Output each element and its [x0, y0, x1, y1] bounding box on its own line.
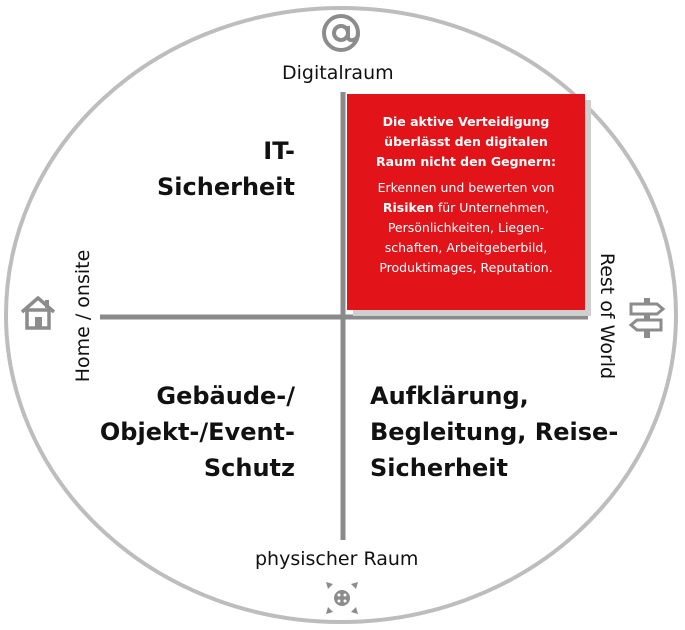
callout-body-text: für Unternehmen,: [437, 200, 550, 215]
callout-body-line: Risiken für Unternehmen,: [347, 198, 585, 218]
compass-move-icon: [322, 578, 362, 622]
label-digital-space: Digitalraum: [282, 62, 394, 84]
quadrant-bottom-right-line: Begleitung, Reise-: [370, 418, 619, 446]
signpost-icon: [627, 296, 667, 344]
callout-heading-line: überlässt den digitalen: [384, 134, 548, 149]
quadrant-bottom-right-line: Sicherheit: [370, 454, 508, 482]
callout-body-line: Erkennen und bewerten von: [377, 180, 555, 195]
callout-box: Die aktive Verteidigung überlässt den di…: [347, 94, 585, 310]
callout-body-bold: Risiken: [382, 200, 434, 215]
quadrant-top-left-line: IT-: [263, 137, 295, 165]
at-sign-icon: [320, 12, 362, 58]
callout-body-line: Persönlichkeiten, Liegen-: [387, 220, 545, 235]
quadrant-top-left-line: Sicherheit: [157, 173, 295, 201]
quadrant-bottom-left-line: Schutz: [203, 454, 295, 482]
label-physical-space: physischer Raum: [255, 548, 419, 570]
callout-heading-line: Die aktive Verteidigung: [382, 114, 550, 129]
callout-body: Erkennen und bewerten von Risiken für Un…: [347, 178, 585, 278]
callout-body-line: schaften, Arbeitgeberbild,: [384, 240, 548, 255]
quadrant-bottom-left-line: Gebäude-/: [156, 382, 295, 410]
callout-body-line: Produktimages, Reputation.: [379, 260, 553, 275]
callout-heading-line: Raum nicht den Gegnern:: [376, 154, 556, 169]
quadrant-top-left: IT- Sicherheit: [120, 133, 295, 205]
quadrant-bottom-left: Gebäude-/ Objekt-/Event- Schutz: [60, 378, 295, 486]
label-rest-of-world: Rest of World: [596, 252, 618, 380]
house-icon: [18, 294, 58, 336]
label-home-onsite: Home / onsite: [72, 249, 94, 383]
quadrant-bottom-right: Aufklärung, Begleitung, Reise- Sicherhei…: [370, 378, 630, 486]
quadrant-bottom-left-line: Objekt-/Event-: [99, 418, 295, 446]
quadrant-bottom-right-line: Aufklärung,: [370, 382, 529, 410]
